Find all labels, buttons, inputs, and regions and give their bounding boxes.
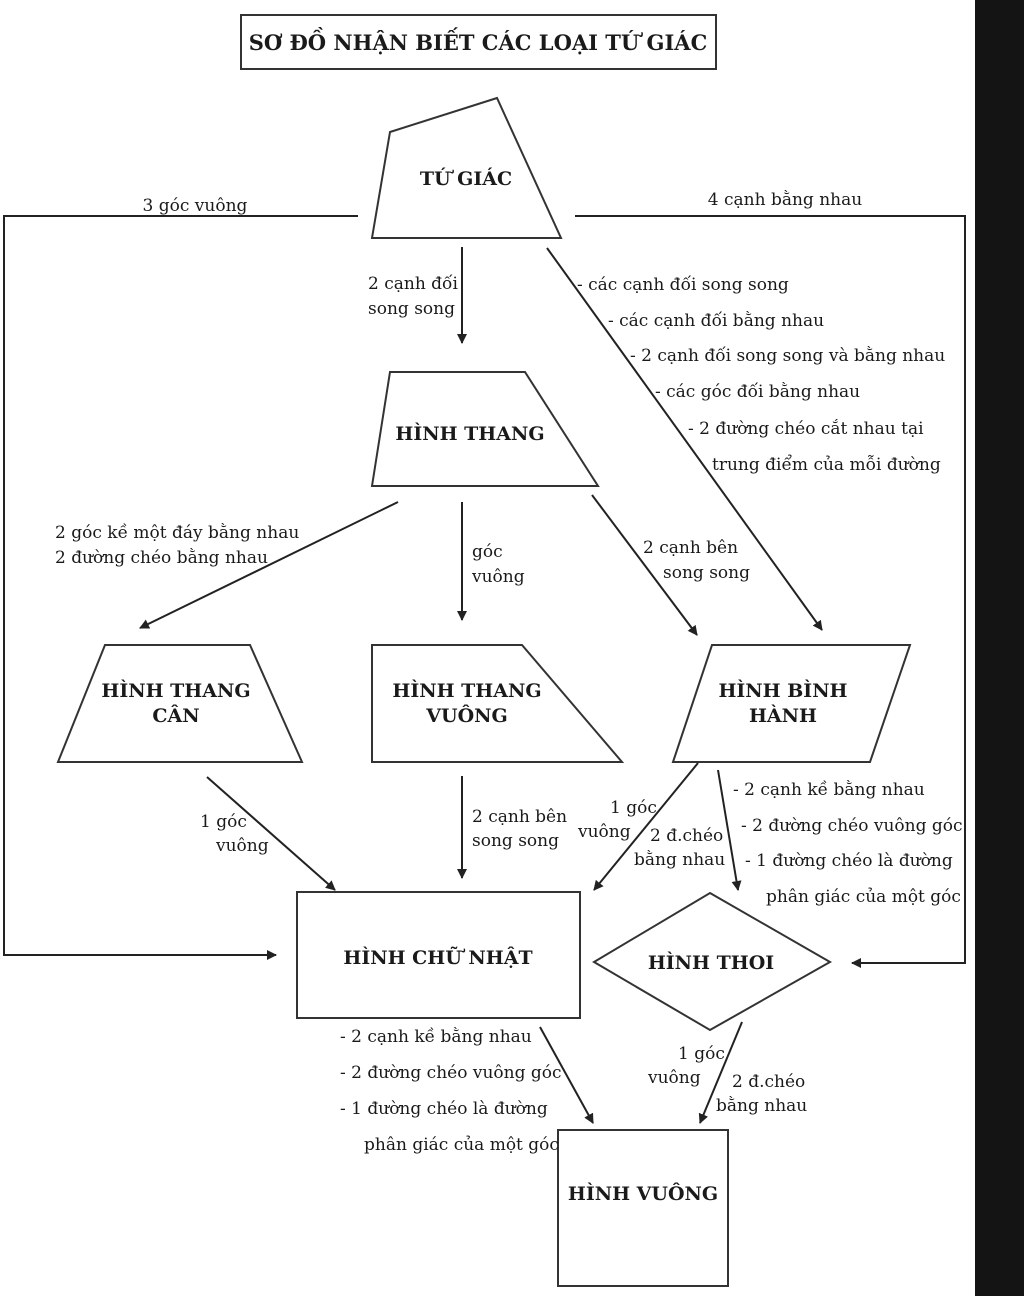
edge-label-bh-cn-1a: 1 góc [610, 798, 657, 818]
edge-label-tv-cn-2: song song [472, 831, 559, 851]
node-tu-giac-label: TỨ GIÁC [420, 167, 512, 190]
diagram-title: SƠ ĐỒ NHẬN BIẾT CÁC LOẠI TỨ GIÁC [249, 28, 708, 55]
title-box [240, 14, 717, 70]
node-chu-nhat-label: HÌNH CHỮ NHẬT [343, 946, 532, 969]
edge-label-can-cn-1: 1 góc [200, 812, 247, 832]
edge-label-tv-cn-1: 2 cạnh bên [472, 807, 567, 827]
edge-label-cn-vuong-1: - 2 cạnh kề bằng nhau [340, 1027, 532, 1047]
edge-label-thoi-vuong-1a: 1 góc [678, 1044, 725, 1064]
edge-label-four-equal-sides: 4 cạnh bằng nhau [708, 190, 862, 210]
edge-label-thang-bh-2: song song [663, 563, 750, 583]
edge-label-tg-bh-2: - các cạnh đối bằng nhau [608, 311, 824, 331]
node-thang-vuong-label-1: HÌNH THANG [392, 679, 541, 702]
edge-label-thang-vuong-2: vuông [471, 567, 525, 587]
edge-label-tg-bh-6: trung điểm của mỗi đường [712, 455, 941, 475]
edge-label-can-cn-2: vuông [215, 836, 269, 856]
edge-label-bh-thoi-3: - 1 đường chéo là đường [745, 851, 953, 871]
node-thang-can-label-1: HÌNH THANG [101, 679, 250, 702]
edge-label-tg-bh-3: - 2 cạnh đối song song và bằng nhau [630, 346, 945, 366]
edge-label-three-right-angles: 3 góc vuông [143, 196, 248, 216]
edge-can-to-chu-nhat [206, 776, 336, 891]
edge-label-tg-thang-2: song song [368, 299, 455, 319]
edge-label-tg-bh-1: - các cạnh đối song song [577, 275, 789, 295]
node-vuong-label: HÌNH VUÔNG [568, 1182, 718, 1205]
node-binh-hanh-shape [671, 644, 912, 763]
edge-label-tg-bh-5: - 2 đường chéo cắt nhau tại [688, 419, 924, 439]
node-thang-can-shape [56, 644, 304, 763]
node-tu-giac-shape [370, 96, 563, 239]
node-binh-hanh-label-2: HÀNH [749, 704, 817, 727]
edge-label-bh-cn-2a: 2 đ.chéo [650, 826, 723, 846]
edge-label-thoi-vuong-1b: vuông [647, 1068, 701, 1088]
edge-label-thoi-vuong-2b: bằng nhau [716, 1096, 807, 1116]
edge-tu-giac-to-binh-hanh [546, 247, 823, 631]
right-dark-edge [975, 0, 1024, 1296]
edge-label-bh-cn-2b: bằng nhau [634, 850, 725, 870]
edge-thang-to-can [139, 501, 399, 629]
edge-label-cn-vuong-4: phân giác của một góc [364, 1135, 559, 1155]
node-hinh-thang-label: HÌNH THANG [395, 422, 544, 445]
edge-thoi-to-vuong [698, 1021, 743, 1124]
edge-label-cn-vuong-3: - 1 đường chéo là đường [340, 1099, 548, 1119]
node-hinh-thang-shape [370, 371, 600, 487]
edge-tu-giac-to-thoi [575, 215, 966, 968]
edge-label-cn-vuong-2: - 2 đường chéo vuông góc [340, 1063, 562, 1083]
edge-label-thang-can-2: 2 đường chéo bằng nhau [55, 548, 268, 568]
edge-label-thang-bh-1: 2 cạnh bên [643, 538, 738, 558]
edge-label-thang-vuong-1: góc [472, 542, 503, 562]
node-thang-vuong-label-2: VUÔNG [425, 704, 507, 727]
edge-binh-hanh-to-thoi [717, 769, 742, 891]
edge-label-thang-can-1: 2 góc kề một đáy bằng nhau [55, 523, 299, 543]
edge-label-bh-thoi-2: - 2 đường chéo vuông góc [741, 816, 963, 836]
edge-label-bh-thoi-4: phân giác của một góc [766, 887, 961, 907]
node-thang-vuong-shape [371, 644, 625, 763]
edge-label-thoi-vuong-2a: 2 đ.chéo [732, 1072, 805, 1092]
edge-label-bh-cn-1b: vuông [577, 822, 631, 842]
node-binh-hanh-label-1: HÌNH BÌNH [718, 679, 847, 702]
node-thang-can-label-2: CÂN [152, 704, 199, 727]
edge-label-bh-thoi-1: - 2 cạnh kề bằng nhau [733, 780, 925, 800]
edge-label-tg-bh-4: - các góc đối bằng nhau [655, 382, 860, 402]
edge-binh-hanh-to-chu-nhat [593, 762, 699, 891]
node-chu-nhat-shape [296, 891, 581, 1019]
edge-chu-nhat-to-vuong [539, 1026, 594, 1124]
edge-label-tg-thang-1: 2 cạnh đối [368, 274, 458, 294]
node-vuong-shape [557, 1129, 729, 1287]
node-thoi-label: HÌNH THOI [648, 951, 774, 974]
node-thoi-shape [592, 891, 833, 1032]
edge-thang-to-binh-hanh [591, 494, 698, 636]
edge-tu-giac-to-chu-nhat [3, 215, 358, 960]
